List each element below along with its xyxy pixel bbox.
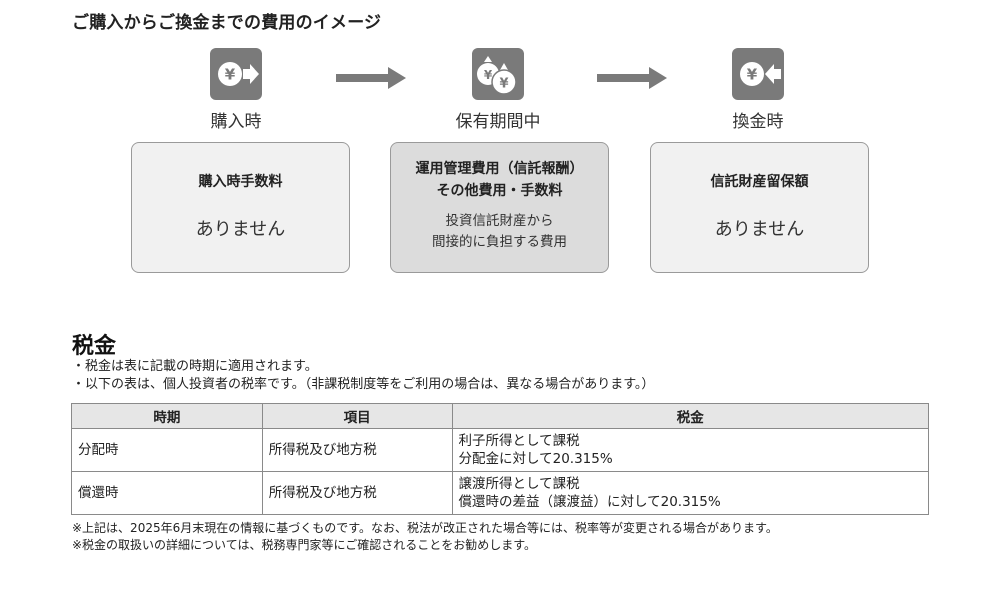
cell-tax-line: 利子所得として課税 bbox=[458, 433, 580, 449]
tax-note: ・税金は表に記載の時期に適用されます。 bbox=[72, 359, 318, 374]
table-row: 分配時 所得税及び地方税 利子所得として課税 分配金に対して20.315% bbox=[71, 428, 930, 472]
svg-text:¥: ¥ bbox=[747, 66, 758, 84]
cell-period: 償還時 bbox=[71, 471, 263, 515]
yen-money-bags-icon: ¥ ¥ bbox=[472, 48, 524, 100]
cell-item: 所得税及び地方税 bbox=[261, 471, 453, 515]
svg-text:¥: ¥ bbox=[484, 68, 493, 82]
cell-tax-line: 償還時の差益（譲渡益）に対して20.315% bbox=[458, 494, 721, 510]
redemption-fee-box: 信託財産留保額 ありません bbox=[650, 142, 869, 273]
footnote: ※税金の取扱いの詳細については、税務専門家等にご確認されることをお勧めします。 bbox=[72, 538, 537, 552]
redemption-fee-value: ありません bbox=[714, 219, 805, 240]
right-arrow-icon bbox=[336, 67, 406, 89]
holding-fee-desc-line1: 投資信託財産から bbox=[445, 213, 554, 229]
step-label-redemption: 換金時 bbox=[732, 112, 784, 132]
purchase-fee-title: 購入時手数料 bbox=[198, 174, 283, 190]
table-row: 償還時 所得税及び地方税 譲渡所得として課税 償還時の差益（譲渡益）に対して20… bbox=[71, 471, 930, 515]
holding-fee-title-line2: その他費用・手数料 bbox=[436, 183, 563, 199]
column-header-period: 時期 bbox=[71, 403, 263, 429]
holding-fee-box: 運用管理費用（信託報酬） その他費用・手数料 投資信託財産から 間接的に負担する… bbox=[390, 142, 609, 273]
tax-note: ・以下の表は、個人投資者の税率です。（非課税制度等をご利用の場合は、異なる場合が… bbox=[72, 377, 655, 392]
tax-section-title: 税金 bbox=[72, 334, 117, 359]
redemption-fee-title: 信託財産留保額 bbox=[710, 174, 809, 190]
cell-item: 所得税及び地方税 bbox=[261, 428, 453, 472]
svg-text:¥: ¥ bbox=[225, 66, 236, 84]
page-heading: ご購入からご換金までの費用のイメージ bbox=[72, 13, 382, 33]
step-label-holding: 保有期間中 bbox=[455, 112, 541, 132]
cell-tax: 利子所得として課税 分配金に対して20.315% bbox=[451, 428, 930, 472]
column-header-tax: 税金 bbox=[451, 403, 930, 429]
holding-fee-desc-line2: 間接的に負担する費用 bbox=[432, 234, 567, 250]
svg-text:¥: ¥ bbox=[499, 77, 508, 92]
holding-fee-title-line1: 運用管理費用（信託報酬） bbox=[415, 161, 584, 177]
cell-period: 分配時 bbox=[71, 428, 263, 472]
column-header-item: 項目 bbox=[261, 403, 453, 429]
table-header-row: 時期 項目 税金 bbox=[71, 403, 930, 429]
right-arrow-icon bbox=[597, 67, 667, 89]
purchase-fee-value: ありません bbox=[195, 219, 286, 240]
cell-tax: 譲渡所得として課税 償還時の差益（譲渡益）に対して20.315% bbox=[451, 471, 930, 515]
footnote: ※上記は、2025年6月末現在の情報に基づくものです。なお、税法が改正された場合… bbox=[72, 521, 778, 535]
tax-table: 時期 項目 税金 分配時 所得税及び地方税 利子所得として課税 分配金に対して2… bbox=[71, 403, 930, 515]
yen-arrow-right-icon: ¥ bbox=[210, 48, 262, 100]
cell-tax-line: 譲渡所得として課税 bbox=[458, 476, 580, 492]
step-label-purchase: 購入時 bbox=[210, 112, 262, 132]
yen-arrow-left-icon: ¥ bbox=[732, 48, 784, 100]
cell-tax-line: 分配金に対して20.315% bbox=[458, 451, 613, 467]
purchase-fee-box: 購入時手数料 ありません bbox=[131, 142, 350, 273]
